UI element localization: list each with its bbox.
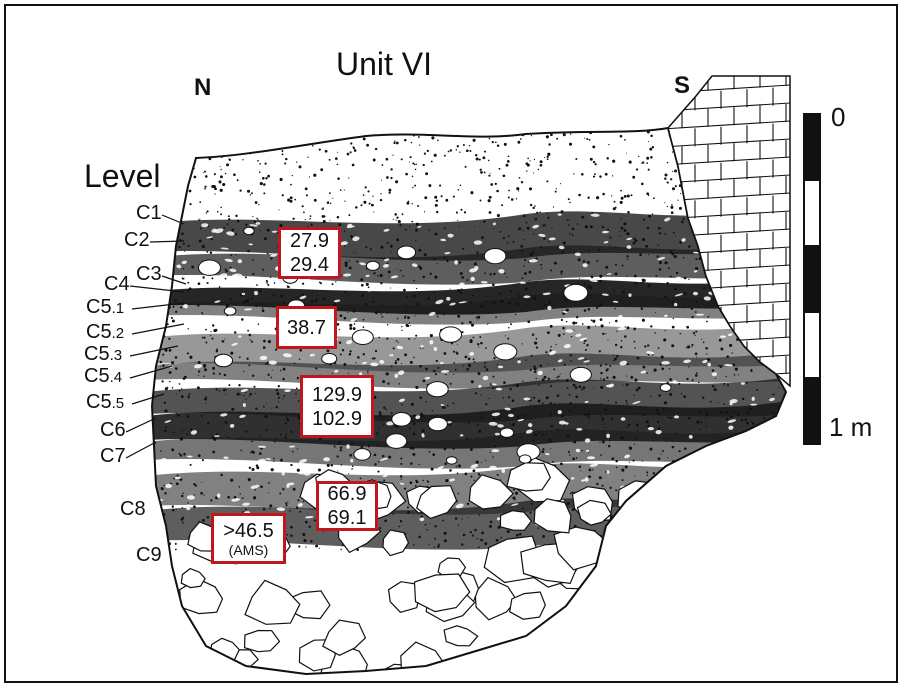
scale-bar-segment — [803, 311, 821, 379]
level-label-c1: C1 — [136, 202, 162, 224]
date-value: >46.5 — [223, 519, 274, 542]
level-label-c7: C7 — [100, 445, 126, 467]
level-leader-line — [129, 285, 185, 293]
level-leader-line — [161, 214, 185, 225]
level-label-c8: C8 — [120, 498, 146, 520]
level-leader-line — [149, 240, 185, 243]
date-value: 129.9 — [311, 383, 363, 406]
level-leader-line — [131, 302, 185, 310]
level-leader-line — [131, 323, 185, 335]
date-value: 38.7 — [287, 316, 326, 339]
level-label-c5-3: C5.3 — [84, 343, 123, 365]
date-value: 27.9 — [290, 230, 329, 252]
date-box-d5: >46.5(AMS) — [211, 513, 286, 564]
level-leader-line — [131, 393, 165, 405]
north-label: N — [194, 74, 212, 101]
scale-bottom-label: 1 m — [829, 412, 873, 442]
scale-bar-segment — [803, 377, 821, 445]
scale-bar-segment — [803, 113, 821, 181]
scale-top-label: 0 — [831, 102, 846, 132]
date-box-d2: 38.7 — [276, 306, 337, 349]
level-label-c6: C6 — [100, 419, 126, 441]
level-leader-line — [129, 345, 179, 357]
date-value: (AMS) — [228, 541, 269, 558]
scale-bar-segment — [803, 179, 821, 247]
level-label-c5-5: C5.5 — [86, 391, 125, 413]
dark-sediment-band — [152, 424, 786, 469]
level-leader-line — [129, 365, 173, 379]
level-leader-lines — [125, 214, 187, 459]
scale-bar-segment — [803, 245, 821, 313]
levels-heading: Level — [84, 158, 161, 194]
stratigraphic-section-drawing — [125, 75, 821, 675]
date-value: 29.4 — [290, 254, 329, 276]
level-label-c4: C4 — [104, 273, 130, 295]
date-value: 102.9 — [311, 407, 363, 430]
level-label-c9: C9 — [136, 544, 162, 566]
level-label-c5-4: C5.4 — [84, 365, 123, 387]
level-leader-line — [125, 441, 157, 459]
level-label-c3: C3 — [136, 263, 162, 285]
figure-title: Unit VI — [336, 46, 433, 82]
scale-bar — [803, 113, 821, 445]
level-leader-line — [125, 417, 157, 433]
date-value: 66.9 — [327, 483, 367, 505]
date-value: 69.1 — [327, 507, 367, 529]
level-label-c5-1: C5.1 — [86, 296, 125, 318]
level-label-c5-2: C5.2 — [86, 321, 125, 343]
level-leader-line — [161, 275, 187, 285]
level-label-c2: C2 — [124, 229, 150, 251]
south-label: S — [674, 72, 691, 99]
